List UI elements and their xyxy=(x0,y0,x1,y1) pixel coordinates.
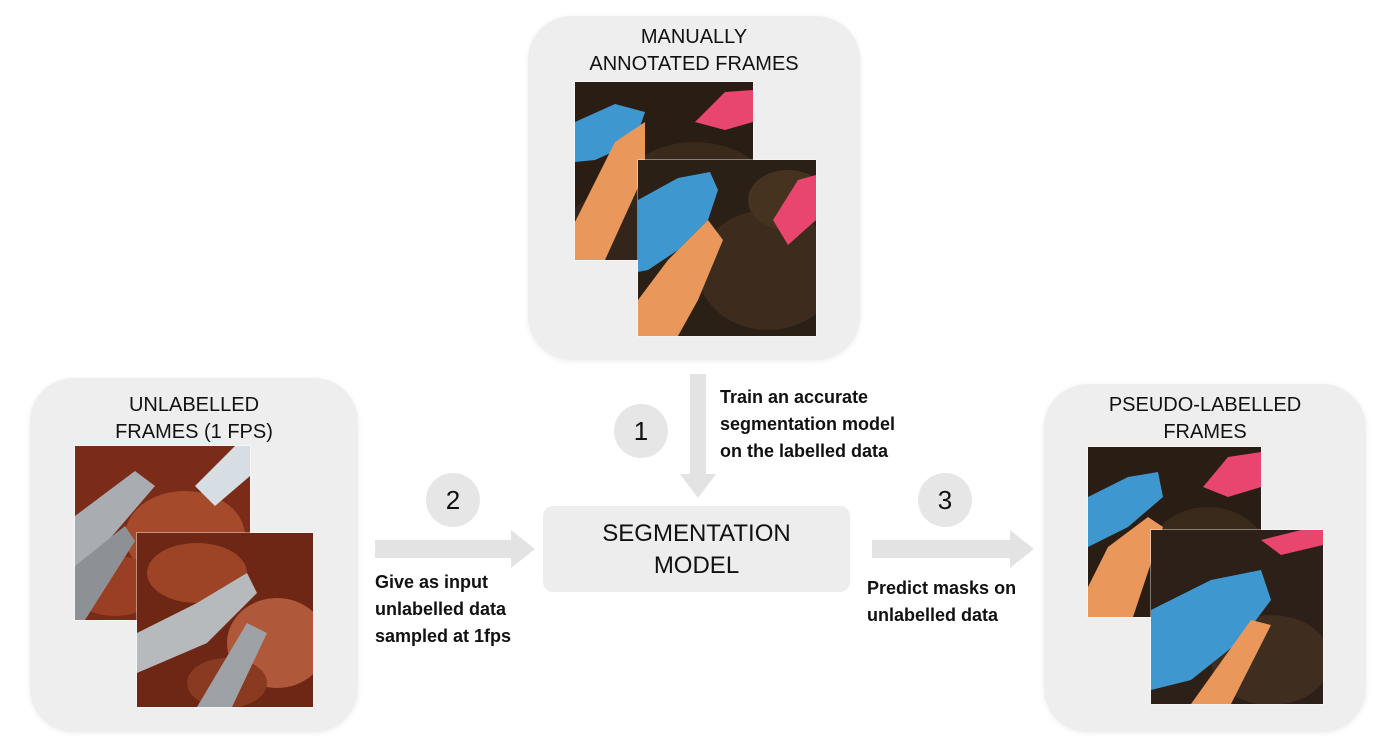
step-3-note-line1: Predict masks on xyxy=(867,578,1017,598)
manual-panel-title-line2: ANNOTATED FRAMES xyxy=(589,53,799,75)
manual-panel-title: MANUALLY ANNOTATED FRAMES xyxy=(528,24,860,78)
step-3-note: Predict masks on unlabelled data xyxy=(867,575,1016,629)
pseudo-frame-front xyxy=(1151,530,1323,704)
arrow-down-train xyxy=(680,374,716,498)
segmentation-model-box: SEGMENTATION MODEL xyxy=(543,506,850,592)
model-title-line1: SEGMENTATION xyxy=(602,520,791,547)
step-1-note-line1: Train an accurate xyxy=(720,387,869,407)
arrow-right-predict xyxy=(872,530,1034,568)
pseudo-panel-title-line1: PSEUDO-LABELLED xyxy=(1108,394,1302,416)
step-2-note-line3: sampled at 1fps xyxy=(375,626,512,646)
step-3-circle: 3 xyxy=(918,473,972,527)
step-3-note-line2: unlabelled data xyxy=(867,605,999,625)
pseudo-panel-title: PSEUDO-LABELLED FRAMES xyxy=(1044,392,1366,446)
unlabelled-panel-title-line1: UNLABELLED xyxy=(128,394,260,416)
step-1-note: Train an accurate segmentation model on … xyxy=(720,384,895,465)
step-2-circle: 2 xyxy=(426,473,480,527)
model-title-line2: MODEL xyxy=(653,552,740,579)
unlabelled-frame-front xyxy=(137,533,313,707)
manual-panel-title-line1: MANUALLY xyxy=(640,26,748,48)
step-1-circle: 1 xyxy=(614,404,668,458)
unlabelled-panel-title: UNLABELLED FRAMES (1 FPS) xyxy=(30,392,358,446)
step-1-note-line2: segmentation model xyxy=(720,414,896,434)
annotated-frame-front xyxy=(638,160,816,336)
step-1-note-line3: on the labelled data xyxy=(720,441,889,461)
pseudo-panel-title-line2: FRAMES xyxy=(1163,421,1247,443)
arrow-right-input xyxy=(375,530,535,568)
step-2-note: Give as input unlabelled data sampled at… xyxy=(375,569,511,650)
step-2-note-line1: Give as input xyxy=(375,572,489,592)
step-2-note-line2: unlabelled data xyxy=(375,599,507,619)
unlabelled-panel-title-line2: FRAMES (1 FPS) xyxy=(115,421,273,443)
